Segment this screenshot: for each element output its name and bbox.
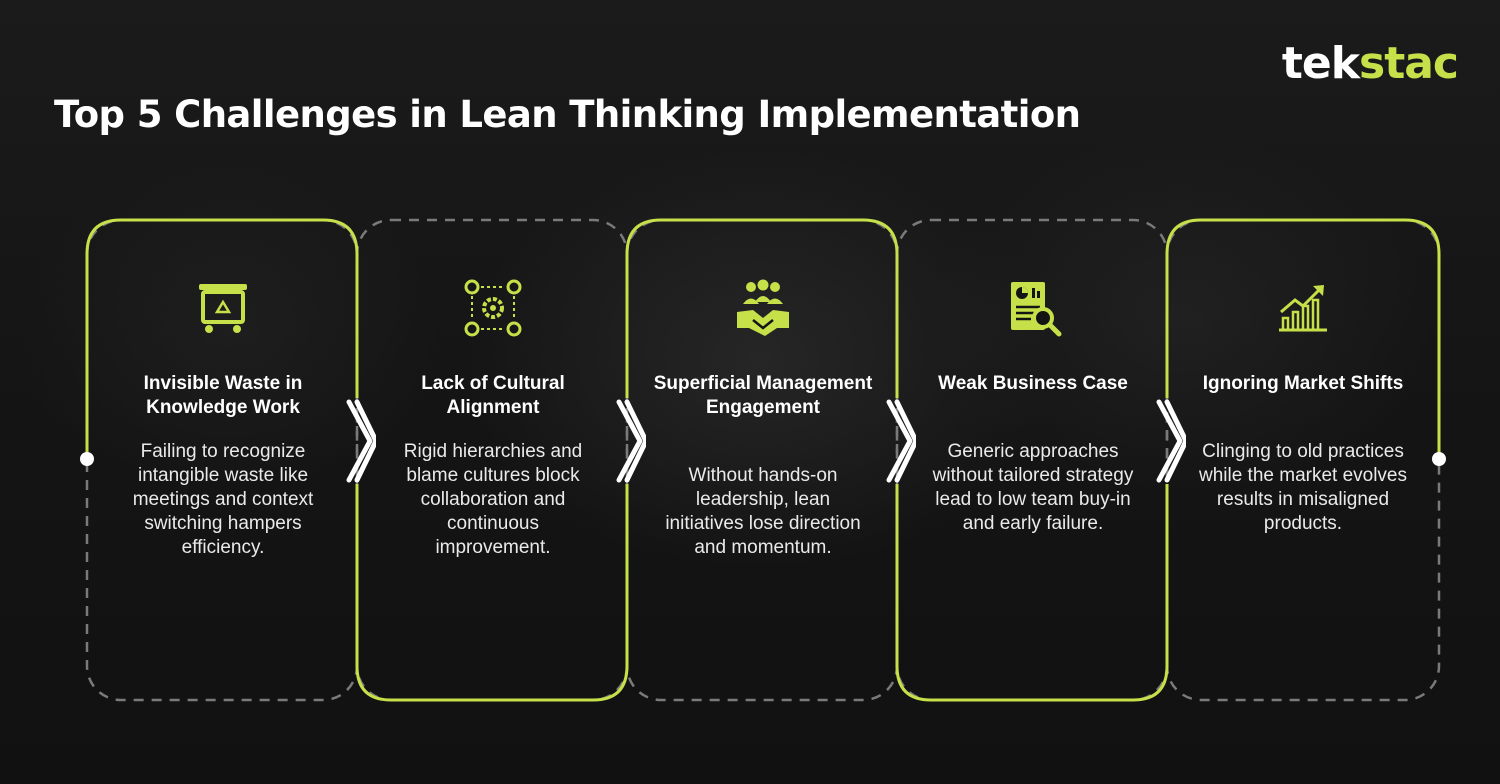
chevron-right-icon bbox=[346, 399, 376, 483]
challenge-title: Superficial Management Engagement bbox=[653, 373, 873, 418]
growth-chart-icon bbox=[1279, 285, 1327, 332]
challenge-card-4: Weak Business Case Generic approaches wi… bbox=[898, 220, 1168, 700]
challenge-card-1: Invisible Waste in Knowledge Work Failin… bbox=[88, 220, 358, 700]
end-dot bbox=[1432, 452, 1446, 466]
challenge-title: Invisible Waste in Knowledge Work bbox=[143, 373, 303, 418]
frame-green-top-3 bbox=[625, 218, 899, 398]
challenge-card-5: Ignoring Market Shifts Clinging to old p… bbox=[1168, 220, 1438, 700]
challenge-description: Failing to recognize intangible waste li… bbox=[132, 441, 314, 558]
frame-green-top-5 bbox=[1165, 218, 1441, 458]
challenge-card-3: Superficial Management Engagement Withou… bbox=[628, 220, 898, 700]
challenge-title: Ignoring Market Shifts bbox=[1202, 373, 1404, 394]
recycle-cart-icon bbox=[199, 284, 247, 333]
challenge-description: Generic approaches without tailored stra… bbox=[932, 441, 1134, 534]
team-handshake-icon bbox=[737, 279, 789, 336]
report-magnifier-icon bbox=[1011, 282, 1062, 337]
challenge-card-2: Lack of Cultural Alignment Rigid hierarc… bbox=[358, 220, 628, 700]
frame-green-bottom-4 bbox=[895, 484, 1169, 702]
people-gear-network-icon bbox=[464, 279, 522, 337]
challenge-title: Lack of Cultural Alignment bbox=[421, 373, 565, 418]
chevron-right-icon bbox=[1156, 399, 1186, 483]
page-title: Top 5 Challenges in Lean Thinking Implem… bbox=[54, 93, 1081, 136]
challenge-description: Rigid hierarchies and blame cultures blo… bbox=[403, 441, 583, 558]
frame-green-top-1 bbox=[85, 218, 359, 458]
chevron-right-icon bbox=[616, 399, 646, 483]
start-dot bbox=[80, 452, 94, 466]
logo-text-stac: stac bbox=[1359, 38, 1459, 89]
brand-logo: tekstac bbox=[1281, 38, 1459, 89]
challenge-title: Weak Business Case bbox=[938, 373, 1128, 394]
challenge-description: Without hands-on leadership, lean initia… bbox=[665, 465, 861, 558]
frame-green-bottom-2 bbox=[355, 484, 629, 702]
chevron-right-icon bbox=[886, 399, 916, 483]
challenge-description: Clinging to old practices while the mark… bbox=[1198, 441, 1408, 534]
logo-text-tek: tek bbox=[1281, 38, 1360, 89]
